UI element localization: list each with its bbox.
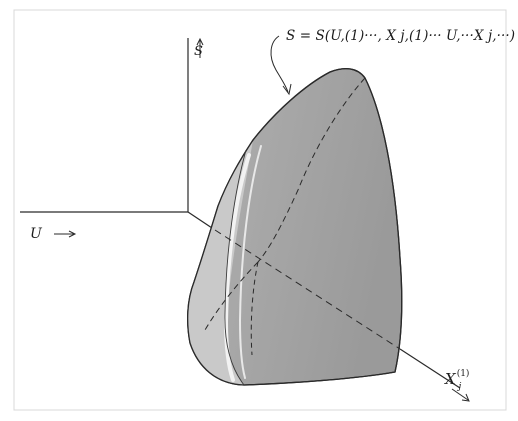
equation-leader: [270, 35, 289, 93]
u-axis-arrowhead: [68, 230, 77, 238]
xj-axis-label-subscript: j: [458, 382, 462, 392]
s-axis-arrowhead: [196, 37, 204, 46]
surface-highlight-2: [238, 145, 262, 379]
surface-front-ridge: [224, 149, 247, 386]
xj-axis-label-superscript: (1): [456, 369, 470, 379]
equation-leader-arrowhead: [282, 83, 292, 96]
xj-axis-line-hidden: [214, 229, 401, 350]
surface-highlight-1: [223, 153, 251, 382]
hidden-curve-base: [204, 261, 259, 331]
xj-axis-label: X(1) j: [445, 369, 472, 392]
s-axis-label: S: [194, 44, 203, 59]
xj-axis-arrow: [451, 388, 469, 401]
xj-axis-label-letter: X: [445, 370, 456, 388]
surface-outline: [187, 67, 403, 386]
xj-axis-line-near: [187, 211, 216, 231]
surface-equation-label: S = S(U,(1)···, X j,(1)··· U,···X j,···): [286, 28, 516, 44]
xj-axis-arrowhead: [461, 393, 470, 402]
u-axis-label-text: U: [30, 226, 42, 242]
u-axis-label: U: [30, 227, 42, 241]
frame-border: [13, 9, 507, 411]
hidden-curve-left: [250, 261, 259, 356]
hidden-curve-back: [257, 77, 366, 263]
xj-axis-line-far: [399, 348, 461, 389]
